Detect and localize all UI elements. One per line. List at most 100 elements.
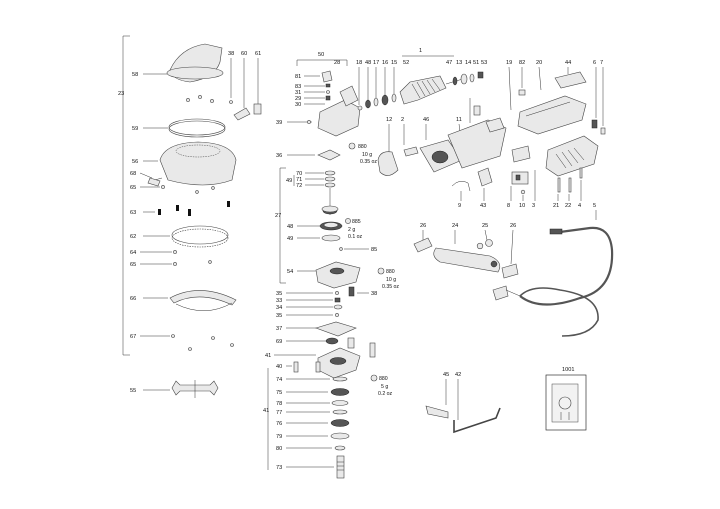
callout-25: 25	[482, 223, 488, 229]
grease-code: 880	[379, 376, 388, 382]
motor-housing-cap	[485, 117, 505, 133]
callout-83: 83	[295, 84, 301, 90]
knob-part	[253, 103, 262, 115]
motor-housing-part	[447, 119, 507, 169]
pin-part	[347, 337, 355, 349]
screw-part	[186, 98, 190, 102]
segment-ring-part	[169, 290, 237, 306]
callout-7: 7	[600, 60, 603, 66]
clamp-band-part	[168, 118, 226, 136]
gasket-part	[317, 149, 341, 161]
callout-63: 63	[130, 210, 136, 216]
magnet-part	[188, 209, 191, 216]
bearing-part	[330, 419, 350, 427]
callout-82: 82	[519, 60, 525, 66]
grip-end-part	[501, 263, 519, 279]
washer-part	[334, 445, 346, 451]
callout-10: 10	[519, 203, 525, 209]
plate-part	[315, 321, 357, 337]
label-icon-legs	[560, 412, 570, 420]
callout-41b: 41	[263, 408, 269, 414]
screw-part	[307, 120, 311, 124]
knob-part	[476, 242, 484, 250]
callout-23: 23	[118, 91, 124, 97]
grease-point-icon	[348, 142, 356, 150]
fan-baffle-part	[377, 151, 399, 176]
screw-part	[211, 336, 215, 340]
grease-qty: 2 g	[348, 227, 355, 233]
ring-part	[331, 400, 349, 406]
screw-part	[173, 262, 177, 266]
screw-part	[600, 127, 606, 135]
bearing-part	[321, 234, 341, 242]
segment-ring-lower	[175, 302, 233, 311]
screw-part	[210, 99, 214, 103]
hex-key-part	[425, 405, 449, 419]
rear-cap-part	[545, 135, 599, 177]
callout-45: 45	[443, 372, 449, 378]
callout-56: 56	[132, 159, 138, 165]
pin-part	[369, 342, 376, 358]
callout-61: 61	[255, 51, 261, 57]
insulator-part	[477, 167, 493, 187]
grease-point-icon	[377, 267, 385, 275]
callout-6: 6	[593, 60, 596, 66]
end-cap-part	[490, 260, 498, 268]
callout-44: 44	[565, 60, 571, 66]
callout-9: 9	[458, 203, 461, 209]
callout-47: 47	[446, 60, 452, 66]
callout-16: 16	[382, 60, 388, 66]
ball-part	[326, 90, 330, 94]
callout-36: 36	[276, 153, 282, 159]
callout-65: 65	[130, 185, 136, 191]
gear-head-assembly: 50 28 81 83 31 29 30 39 36 880 10 g	[263, 52, 399, 479]
callout-77: 77	[276, 410, 282, 416]
switch-contact	[515, 174, 521, 181]
callout-39: 39	[276, 120, 282, 126]
fan-part	[452, 76, 458, 86]
callout-72: 72	[296, 183, 302, 189]
callout-31: 31	[295, 90, 301, 96]
eccentric-hub	[329, 357, 347, 365]
callout-33: 33	[276, 298, 282, 304]
screw-part	[230, 343, 234, 347]
screw-part	[208, 260, 212, 264]
grease-code: 880	[358, 144, 367, 150]
callout-19: 19	[506, 60, 512, 66]
callout-64: 64	[130, 250, 136, 256]
handle-shell-part	[517, 95, 587, 135]
callout-34: 34	[276, 305, 282, 311]
label-plate-part	[551, 383, 579, 423]
magnet-part	[158, 209, 161, 215]
power-cord-coil	[519, 287, 599, 337]
clamp-part	[233, 107, 251, 121]
callout-50: 50	[318, 52, 324, 58]
grease-point-icon	[370, 374, 378, 382]
callout-42: 42	[455, 372, 461, 378]
spindle-part	[336, 455, 345, 479]
callout-75: 75	[276, 390, 282, 396]
callout-74: 74	[276, 377, 282, 383]
callout-18: 18	[356, 60, 362, 66]
callout-30: 30	[295, 102, 301, 108]
callout-65b: 65	[130, 262, 136, 268]
callout-67: 67	[130, 334, 136, 340]
callout-4: 4	[578, 203, 581, 209]
pin-part	[293, 361, 299, 373]
slider-part	[518, 89, 526, 96]
callout-41: 41	[265, 353, 271, 359]
callout-15: 15	[391, 60, 397, 66]
callout-80: 80	[276, 446, 282, 452]
screw-part	[188, 347, 192, 351]
gear-housing-neck	[339, 85, 359, 107]
screw-part	[173, 250, 177, 254]
power-cord-part	[519, 226, 614, 306]
grease-oz: 0.1 oz	[348, 234, 363, 240]
grease-label-1: 880 10 g 0.35 oz	[348, 142, 377, 165]
cover-ring-part	[159, 141, 237, 186]
aux-handle-part	[433, 247, 501, 273]
bearing-part	[460, 73, 468, 85]
callout-76: 76	[276, 421, 282, 427]
callout-17: 17	[373, 60, 379, 66]
screw-part	[229, 100, 233, 104]
